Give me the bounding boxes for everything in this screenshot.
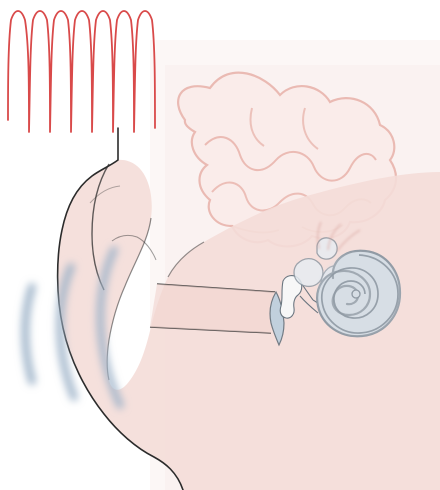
sine-wave-icon [8, 11, 155, 132]
